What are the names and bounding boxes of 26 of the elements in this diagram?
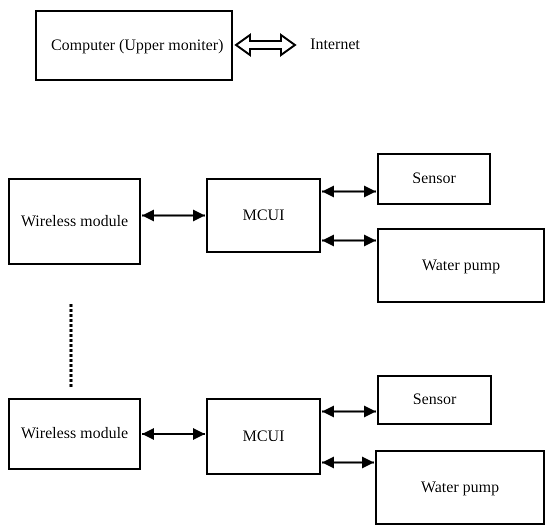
box-label: MCUI bbox=[242, 426, 284, 447]
block-box bbox=[375, 450, 545, 525]
block-box bbox=[206, 398, 321, 475]
arrow bbox=[322, 456, 374, 468]
box-label: Wireless module bbox=[20, 212, 128, 232]
box-label: MCUI bbox=[242, 206, 284, 226]
box-label: Water pump bbox=[422, 256, 500, 276]
arrow bbox=[142, 210, 205, 222]
block-box bbox=[377, 375, 492, 425]
block-arrow bbox=[234, 33, 297, 57]
box-label: Water pump bbox=[420, 478, 500, 498]
arrow bbox=[322, 186, 376, 198]
arrow bbox=[322, 234, 376, 246]
block-box bbox=[206, 178, 321, 253]
box-label: Computer (Upper moniter) bbox=[51, 36, 224, 56]
arrow bbox=[142, 428, 205, 440]
box-label: Sensor bbox=[412, 390, 456, 410]
block-box bbox=[377, 228, 545, 303]
node-label: Internet bbox=[300, 32, 370, 58]
block-box bbox=[8, 398, 141, 470]
block-box bbox=[377, 153, 491, 205]
block-box bbox=[8, 178, 141, 265]
box-label: Sensor bbox=[412, 169, 456, 190]
block-box bbox=[35, 10, 233, 81]
arrow bbox=[322, 406, 376, 418]
box-label: Wireless module bbox=[20, 424, 128, 444]
